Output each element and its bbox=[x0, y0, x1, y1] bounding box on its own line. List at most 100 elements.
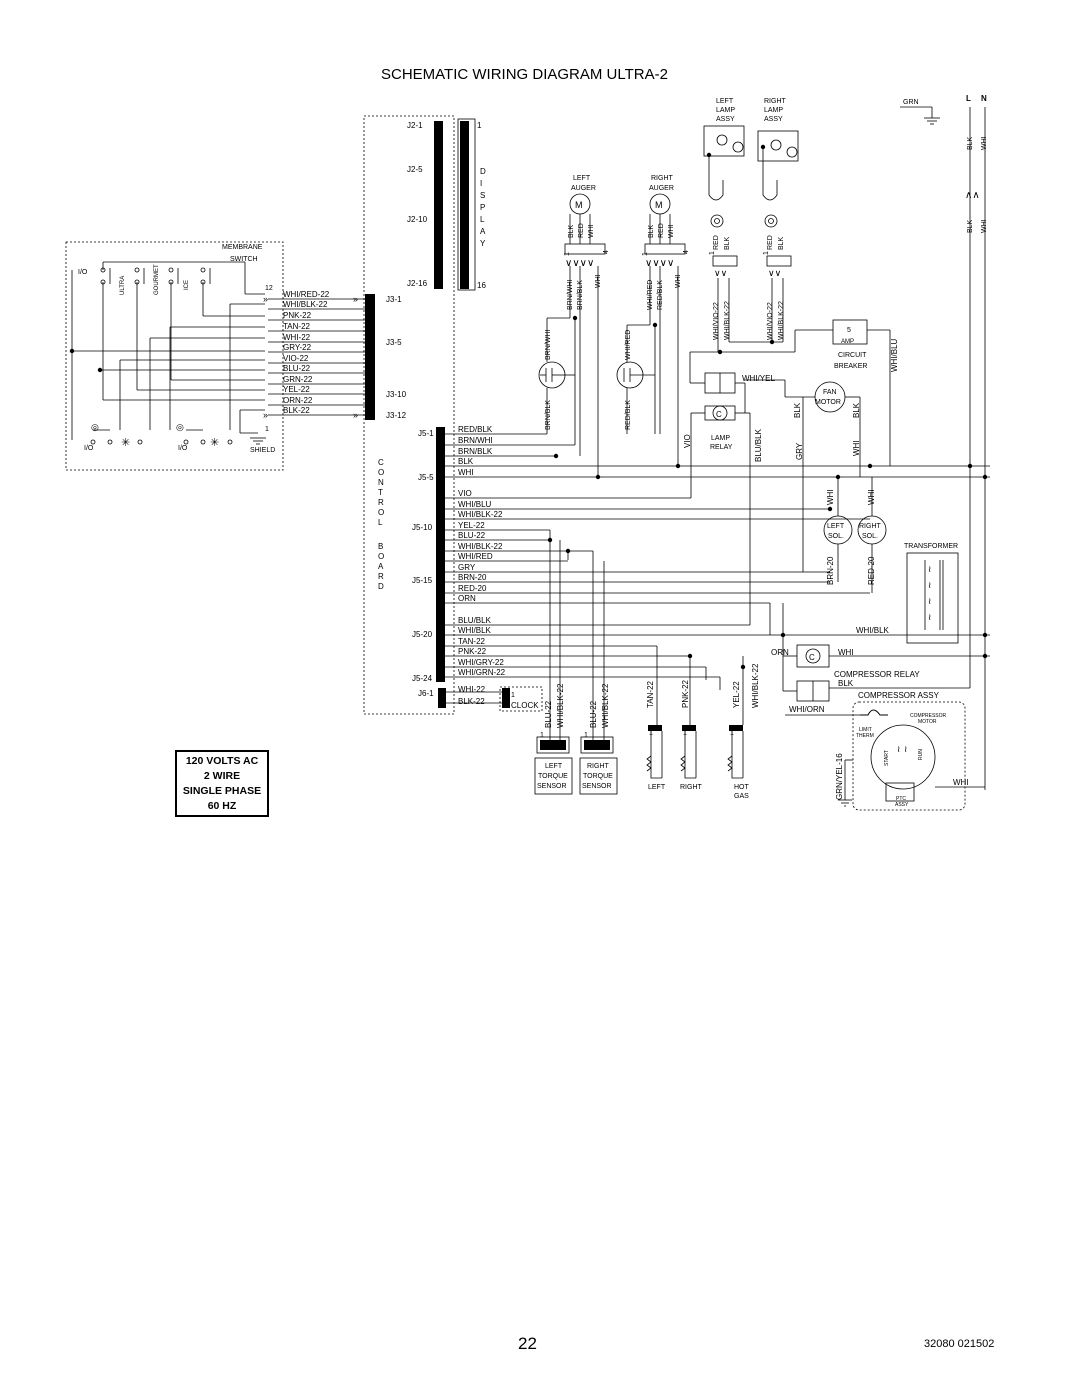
svg-text:WHI/BLK: WHI/BLK bbox=[856, 626, 890, 635]
svg-text:J5-24: J5-24 bbox=[412, 674, 433, 683]
svg-text:ASSY: ASSY bbox=[764, 116, 783, 123]
svg-text:J2-1: J2-1 bbox=[407, 121, 423, 130]
transformer: TRANSFORMER ≀ ≀ ≀ ≀ WHI/BLK bbox=[769, 543, 959, 644]
svg-text:T: T bbox=[378, 488, 383, 497]
svg-text:RED: RED bbox=[578, 223, 585, 238]
svg-text:WHI/GRY-22: WHI/GRY-22 bbox=[458, 658, 504, 667]
svg-text:1: 1 bbox=[265, 426, 269, 433]
svg-text:L: L bbox=[378, 518, 383, 527]
svg-text:BLK: BLK bbox=[778, 236, 785, 250]
svg-text:J2-16: J2-16 bbox=[407, 279, 428, 288]
svg-text:BREAKER: BREAKER bbox=[834, 363, 867, 370]
control-board-label: C O N T R O L B O A R D bbox=[378, 458, 384, 591]
svg-text:WHI-22: WHI-22 bbox=[283, 333, 311, 342]
svg-text:Y: Y bbox=[480, 239, 486, 248]
svg-text:S: S bbox=[480, 191, 485, 200]
svg-text:PNK-22: PNK-22 bbox=[458, 647, 487, 656]
svg-text:BLK: BLK bbox=[838, 679, 854, 688]
svg-text:GRY: GRY bbox=[795, 442, 804, 460]
svg-text:WHI: WHI bbox=[867, 489, 876, 505]
power-spec-box: 120 VOLTS AC 2 WIRE SINGLE PHASE 60 HZ bbox=[175, 750, 269, 817]
svg-text:A: A bbox=[480, 227, 486, 236]
svg-text:WHI/BLK-22: WHI/BLK-22 bbox=[751, 663, 760, 708]
svg-text:GRY-22: GRY-22 bbox=[283, 343, 312, 352]
svg-text:BRN/BLK: BRN/BLK bbox=[577, 280, 584, 310]
svg-text:ORN: ORN bbox=[771, 648, 789, 657]
svg-text:D: D bbox=[480, 167, 486, 176]
svg-text:J3-12: J3-12 bbox=[386, 411, 407, 420]
svg-text:RIGHT: RIGHT bbox=[651, 175, 674, 182]
svg-text:LEFT: LEFT bbox=[648, 784, 666, 791]
svg-text:BRN/WHI: BRN/WHI bbox=[567, 280, 574, 310]
svg-text:N: N bbox=[981, 94, 987, 103]
svg-text:J3-5: J3-5 bbox=[386, 338, 402, 347]
svg-text:VIO: VIO bbox=[683, 434, 692, 448]
svg-text:PNK-22: PNK-22 bbox=[681, 679, 690, 708]
svg-text:C: C bbox=[378, 458, 384, 467]
svg-text:BLU/BLK: BLU/BLK bbox=[754, 428, 763, 462]
svg-text:A: A bbox=[378, 562, 384, 571]
svg-text:J3-1: J3-1 bbox=[386, 295, 402, 304]
svg-text:BLK: BLK bbox=[458, 457, 474, 466]
svg-text:BRN-20: BRN-20 bbox=[826, 556, 835, 585]
svg-text:THERM: THERM bbox=[856, 733, 874, 739]
svg-text:1: 1 bbox=[540, 732, 544, 739]
svg-text:J5-5: J5-5 bbox=[418, 473, 434, 482]
svg-text:WHI-22: WHI-22 bbox=[458, 685, 486, 694]
svg-text:YEL-22: YEL-22 bbox=[458, 521, 485, 530]
svg-text:BRN/BLK: BRN/BLK bbox=[545, 400, 552, 430]
svg-text:WHI/RED: WHI/RED bbox=[647, 280, 654, 310]
svg-text:1: 1 bbox=[709, 251, 716, 255]
svg-text:1: 1 bbox=[477, 121, 482, 130]
svg-text:LEFT: LEFT bbox=[716, 98, 734, 105]
svg-text:PNK-22: PNK-22 bbox=[283, 311, 312, 320]
svg-text:12: 12 bbox=[265, 285, 273, 292]
svg-text:WHI/VIO-22: WHI/VIO-22 bbox=[767, 302, 774, 340]
svg-text:WHI/GRN-22: WHI/GRN-22 bbox=[458, 668, 506, 677]
svg-text:RED/BLK: RED/BLK bbox=[458, 425, 493, 434]
svg-text:TAN-22: TAN-22 bbox=[458, 637, 486, 646]
svg-text:BRN/WHI: BRN/WHI bbox=[545, 330, 552, 360]
left-auger-motor: LEFT AUGER M BLK RED WHI 1 4 ∨∨∨∨ bbox=[564, 175, 610, 477]
svg-text:D: D bbox=[378, 582, 384, 591]
svg-text:WHI: WHI bbox=[852, 440, 861, 456]
svg-text:ASSY: ASSY bbox=[716, 116, 735, 123]
svg-text:WHI/RED: WHI/RED bbox=[625, 330, 632, 360]
svg-text:TAN-22: TAN-22 bbox=[283, 322, 311, 331]
svg-text:O: O bbox=[378, 508, 384, 517]
j5-connector: J5-1 J5-5 J5-10 J5-15 J5-20 J5-24 bbox=[412, 427, 445, 683]
svg-text:COMPRESSOR RELAY: COMPRESSOR RELAY bbox=[834, 670, 920, 679]
svg-text:L: L bbox=[480, 215, 485, 224]
svg-text:LEFT: LEFT bbox=[545, 763, 563, 770]
svg-text:J5-10: J5-10 bbox=[412, 523, 433, 532]
svg-text:ORN-22: ORN-22 bbox=[283, 396, 313, 405]
j3-wire-labels: WHI/RED-22 WHI/BLK-22 PNK-22 TAN-22 WHI-… bbox=[263, 290, 365, 420]
svg-text:LIMIT: LIMIT bbox=[859, 727, 872, 733]
svg-text:WHI/VIO-22: WHI/VIO-22 bbox=[713, 302, 720, 340]
svg-text:WHI/BLK-22: WHI/BLK-22 bbox=[556, 683, 565, 728]
svg-text:≀: ≀ bbox=[904, 744, 907, 754]
svg-text:BLK: BLK bbox=[967, 219, 974, 233]
svg-text:RED-20: RED-20 bbox=[458, 584, 487, 593]
svg-text:WHI/YEL: WHI/YEL bbox=[742, 374, 775, 383]
svg-text:ORN: ORN bbox=[458, 594, 476, 603]
svg-text:»: » bbox=[263, 410, 268, 420]
svg-text:GOURMET: GOURMET bbox=[154, 264, 160, 295]
svg-text:GRN: GRN bbox=[903, 99, 919, 106]
svg-text:◎: ◎ bbox=[176, 422, 184, 432]
svg-text:16: 16 bbox=[477, 281, 486, 290]
j3-connector: J3-1 J3-5 J3-10 J3-12 bbox=[365, 294, 407, 420]
svg-text:B: B bbox=[378, 542, 383, 551]
svg-text:WHI: WHI bbox=[668, 224, 675, 238]
right-auger-motor: RIGHT AUGER M BLK RED WHI 1 4 ∨∨∨∨ bbox=[642, 175, 690, 466]
svg-text:✳: ✳ bbox=[210, 437, 219, 449]
svg-text:WHI/BLU: WHI/BLU bbox=[458, 500, 492, 509]
svg-text:BLK-22: BLK-22 bbox=[283, 406, 310, 415]
svg-text:COMPRESSOR: COMPRESSOR bbox=[910, 713, 947, 719]
svg-text:BLU-22: BLU-22 bbox=[458, 531, 486, 540]
svg-text:MOTOR: MOTOR bbox=[815, 399, 841, 406]
svg-text:HOT: HOT bbox=[734, 784, 750, 791]
auger-wire-labels: BRN/WHI BRN/BLK WHI WHI/RED RED/BLK WHI bbox=[567, 274, 682, 310]
svg-text:START: START bbox=[884, 750, 890, 766]
j5-wire-labels: RED/BLK BRN/WHI BRN/BLK BLK WHI VIO WHI/… bbox=[458, 425, 506, 677]
